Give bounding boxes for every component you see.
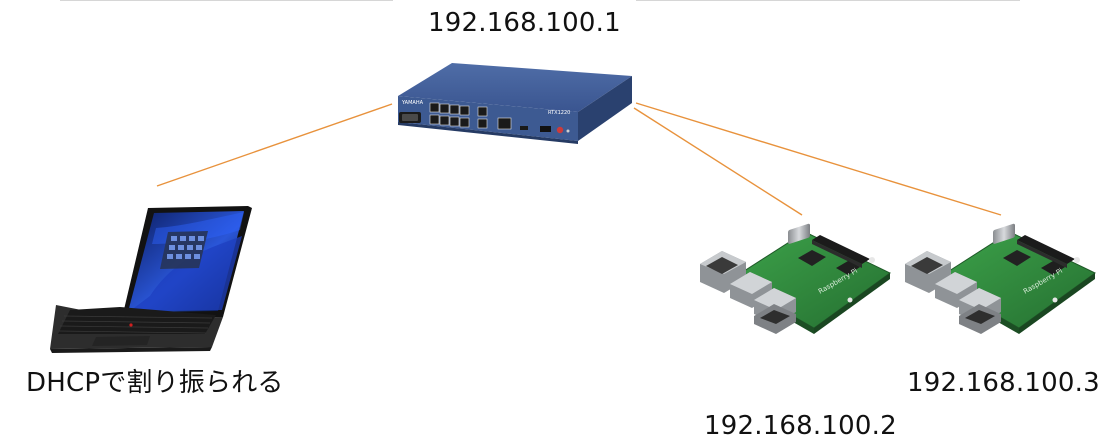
top-divider-right [636,0,1020,1]
link-router-pi-left [633,107,803,216]
router-icon: YAMAHA RTX1220 [398,63,632,144]
raspberry-pi-icon [699,222,891,335]
link-router-laptop [156,103,393,187]
pi-left-ip-label: 192.168.100.2 [704,411,897,441]
pi-right-ip-label: 192.168.100.3 [907,368,1100,398]
svg-text:YAMAHA: YAMAHA [401,100,424,106]
laptop-icon [50,206,252,353]
laptop-dhcp-label: DHCPで割り振られる [26,368,284,398]
raspberry-pi-icon [904,222,1096,335]
top-divider-left [60,0,393,1]
router-ip-label: 192.168.100.1 [428,8,621,38]
link-router-pi-right [635,102,1002,216]
svg-text:RTX1220: RTX1220 [548,110,570,116]
